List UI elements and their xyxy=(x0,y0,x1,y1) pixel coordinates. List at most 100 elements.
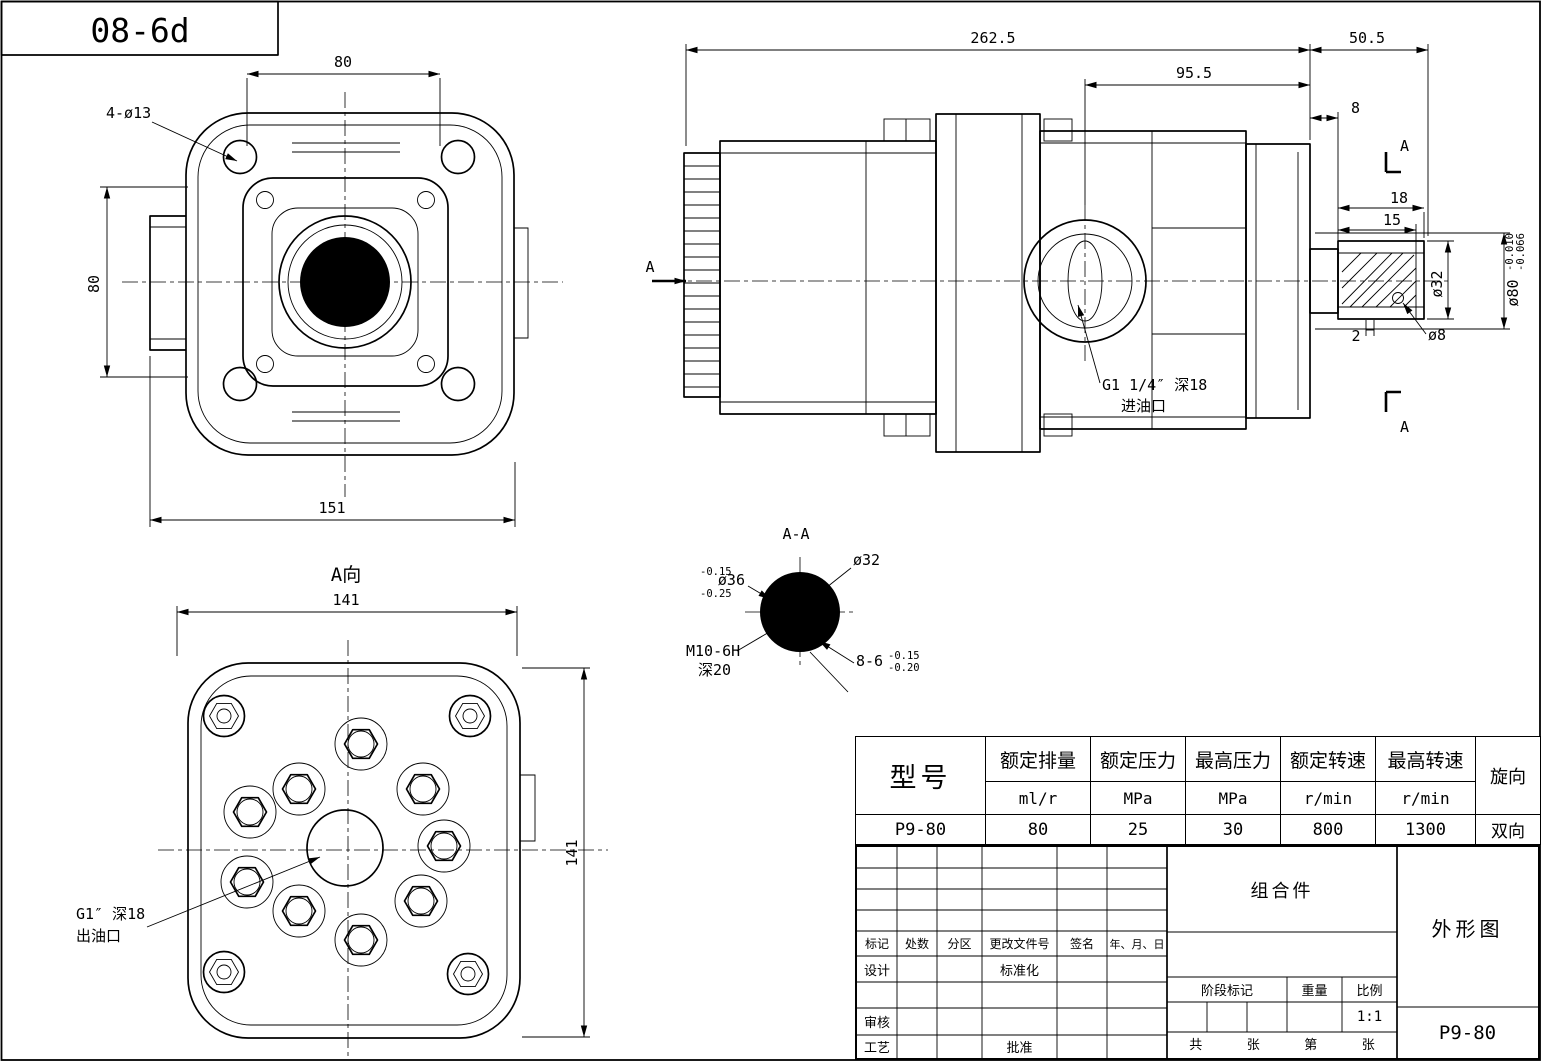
spec-value-max-speed: 1300 xyxy=(1375,814,1476,845)
title-box: 08-6d xyxy=(0,0,279,56)
spec-header-row: 型号 额定排量 额定压力 最高压力 额定转速 最高转速 旋向 xyxy=(855,736,1541,815)
scale-label: 比例 xyxy=(1356,984,1383,999)
drawing-name: 外形图 xyxy=(1431,916,1504,941)
sheet-no-label: 第 xyxy=(1304,1038,1318,1053)
rev-header-date: 年、月、日 xyxy=(1109,937,1165,951)
section-spline-tol-lower: -0.20 xyxy=(888,662,920,674)
a-direction-view: A向 xyxy=(76,564,608,1058)
side-dim-18: 18 xyxy=(1390,189,1408,207)
side-dim-pilot-dia-group: ø80 -0.010 -0.066 xyxy=(1504,233,1527,306)
spec-value-row: P9-80 80 25 30 800 1300 双向 xyxy=(855,814,1541,845)
section-spline-tol-upper: -0.15 xyxy=(888,650,920,662)
section-dia36-tol-lower: -0.25 xyxy=(700,588,732,600)
spec-model-header: 型号 xyxy=(855,736,986,815)
front-dimensions: 80 80 151 4-ø13 xyxy=(85,53,516,527)
assembly-type: 组合件 xyxy=(1250,880,1314,902)
spec-col-rated-speed: 额定转速 xyxy=(1280,736,1376,782)
title-block-grid xyxy=(857,847,1538,1058)
a-view-port-note-1: G1″ 深18 xyxy=(76,905,145,923)
spec-rotation-header: 旋向 xyxy=(1475,736,1541,815)
role-process: 工艺 xyxy=(863,1041,890,1056)
stage-mark-label: 阶段标记 xyxy=(1200,984,1253,999)
a-view-title: A向 xyxy=(331,564,361,586)
section-spline-spec: 8-6 xyxy=(856,652,883,670)
a-view-port-note-2: 出油口 xyxy=(76,927,121,945)
spec-model-value: P9-80 xyxy=(855,814,986,845)
side-port-note-1: G1 1/4″ 深18 xyxy=(1102,376,1207,394)
front-dim-left: 80 xyxy=(85,275,103,293)
spec-table: 型号 额定排量 额定压力 最高压力 额定转速 最高转速 旋向 ml/r MPa … xyxy=(855,736,1541,845)
spec-col-rated-pressure: 额定压力 xyxy=(1090,736,1186,782)
spec-unit-max-pressure: MPa xyxy=(1185,781,1281,815)
side-pilot-tol-upper: -0.010 xyxy=(1504,233,1516,271)
front-mount-holes xyxy=(222,139,476,402)
side-dim-shaft-len: 50.5 xyxy=(1349,29,1385,47)
side-dim-hole-dia: ø8 xyxy=(1428,326,1446,344)
section-aa-view: A-A ø32 ø36 -0.15 -0.25 M10-6H 深20 8-6 xyxy=(686,525,920,693)
section-thread-depth: 深20 xyxy=(698,661,731,679)
spec-unit-rated-pressure: MPa xyxy=(1090,781,1186,815)
spec-unit-displacement: ml/r xyxy=(985,781,1091,815)
a-view-dim-width: 141 xyxy=(332,591,359,609)
side-dim-pilot-dia: ø80 xyxy=(1504,279,1522,306)
role-standardization: 标准化 xyxy=(999,963,1039,979)
side-dim-mid: 95.5 xyxy=(1176,64,1212,82)
rev-header-doc-no: 更改文件号 xyxy=(989,937,1050,951)
spec-value-max-pressure: 30 xyxy=(1185,814,1281,845)
role-check: 审核 xyxy=(863,1016,890,1031)
side-main-body xyxy=(719,118,937,437)
side-dim-2: 2 xyxy=(1351,327,1360,345)
spec-value-rated-speed: 800 xyxy=(1280,814,1376,845)
section-dia36-tol-upper: -0.15 xyxy=(700,566,732,578)
a-view-outline xyxy=(187,662,536,1039)
spec-table-wrap: 型号 额定排量 额定压力 最高压力 额定转速 最高转速 旋向 ml/r MPa … xyxy=(855,736,1541,845)
side-view: A A A 262.5 50.5 95.5 8 18 15 xyxy=(645,29,1527,453)
spec-unit-max-speed: r/min xyxy=(1375,781,1476,815)
side-center-flange xyxy=(935,113,1073,453)
side-port-note-2: 进油口 xyxy=(1121,397,1166,415)
section-dia-36: ø36 xyxy=(718,571,745,589)
spec-col-max-pressure: 最高压力 xyxy=(1185,736,1281,782)
side-dim-8: 8 xyxy=(1351,99,1360,117)
side-pilot-tol-lower: -0.066 xyxy=(1515,233,1527,271)
rev-header-signature: 签名 xyxy=(1069,937,1094,951)
side-dim-overall: 262.5 xyxy=(970,29,1015,47)
weight-label: 重量 xyxy=(1301,984,1328,999)
section-letter-bottom: A xyxy=(1400,418,1409,436)
front-dim-bottom: 151 xyxy=(318,499,345,517)
rev-header-count: 处数 xyxy=(904,937,929,951)
sheet-total-label: 共 xyxy=(1189,1038,1203,1053)
a-view-dim-height: 141 xyxy=(563,839,581,866)
front-view: 80 80 151 4-ø13 xyxy=(85,53,563,527)
side-dim-shaft-dia: ø32 xyxy=(1428,270,1446,297)
part-number: P9-80 xyxy=(1438,1021,1497,1044)
side-section-marks: A A A xyxy=(645,137,1409,436)
side-shaft xyxy=(1309,240,1425,320)
spec-value-displacement: 80 xyxy=(985,814,1091,845)
front-shaft-spline xyxy=(278,215,412,349)
sheet-count-row: 共 张 第 张 xyxy=(1167,1032,1397,1055)
spec-col-max-speed: 最高转速 xyxy=(1375,736,1476,782)
side-rear-cover xyxy=(683,152,721,398)
section-letter-top: A xyxy=(1400,137,1409,155)
rev-header-zone: 分区 xyxy=(947,937,972,951)
side-centerlines xyxy=(668,205,1448,362)
scale-value: 1:1 xyxy=(1356,1009,1383,1025)
a-view-dimensions: 141 141 G1″ 深18 出油口 xyxy=(76,591,590,1038)
side-dimensions: 262.5 50.5 95.5 8 18 15 ø32 ø80 xyxy=(685,29,1527,415)
section-thread: M10-6H xyxy=(686,642,740,660)
front-hole-note: 4-ø13 xyxy=(106,104,151,122)
section-title: A-A xyxy=(782,525,809,543)
spec-rotation-value: 双向 xyxy=(1475,814,1541,845)
drawing-number: 08-6d xyxy=(90,11,189,50)
title-block: 标记 处数 分区 更改文件号 签名 年、月、日 设计 标准化 审核 工艺 批准 … xyxy=(855,845,1540,1060)
rev-header-mark: 标记 xyxy=(864,937,889,951)
section-letter-left: A xyxy=(645,258,654,276)
sheet-total-unit: 张 xyxy=(1246,1038,1260,1053)
section-dia-32: ø32 xyxy=(853,551,880,569)
front-outline xyxy=(149,112,529,456)
role-design: 设计 xyxy=(863,963,890,979)
a-view-bosses xyxy=(220,717,471,967)
